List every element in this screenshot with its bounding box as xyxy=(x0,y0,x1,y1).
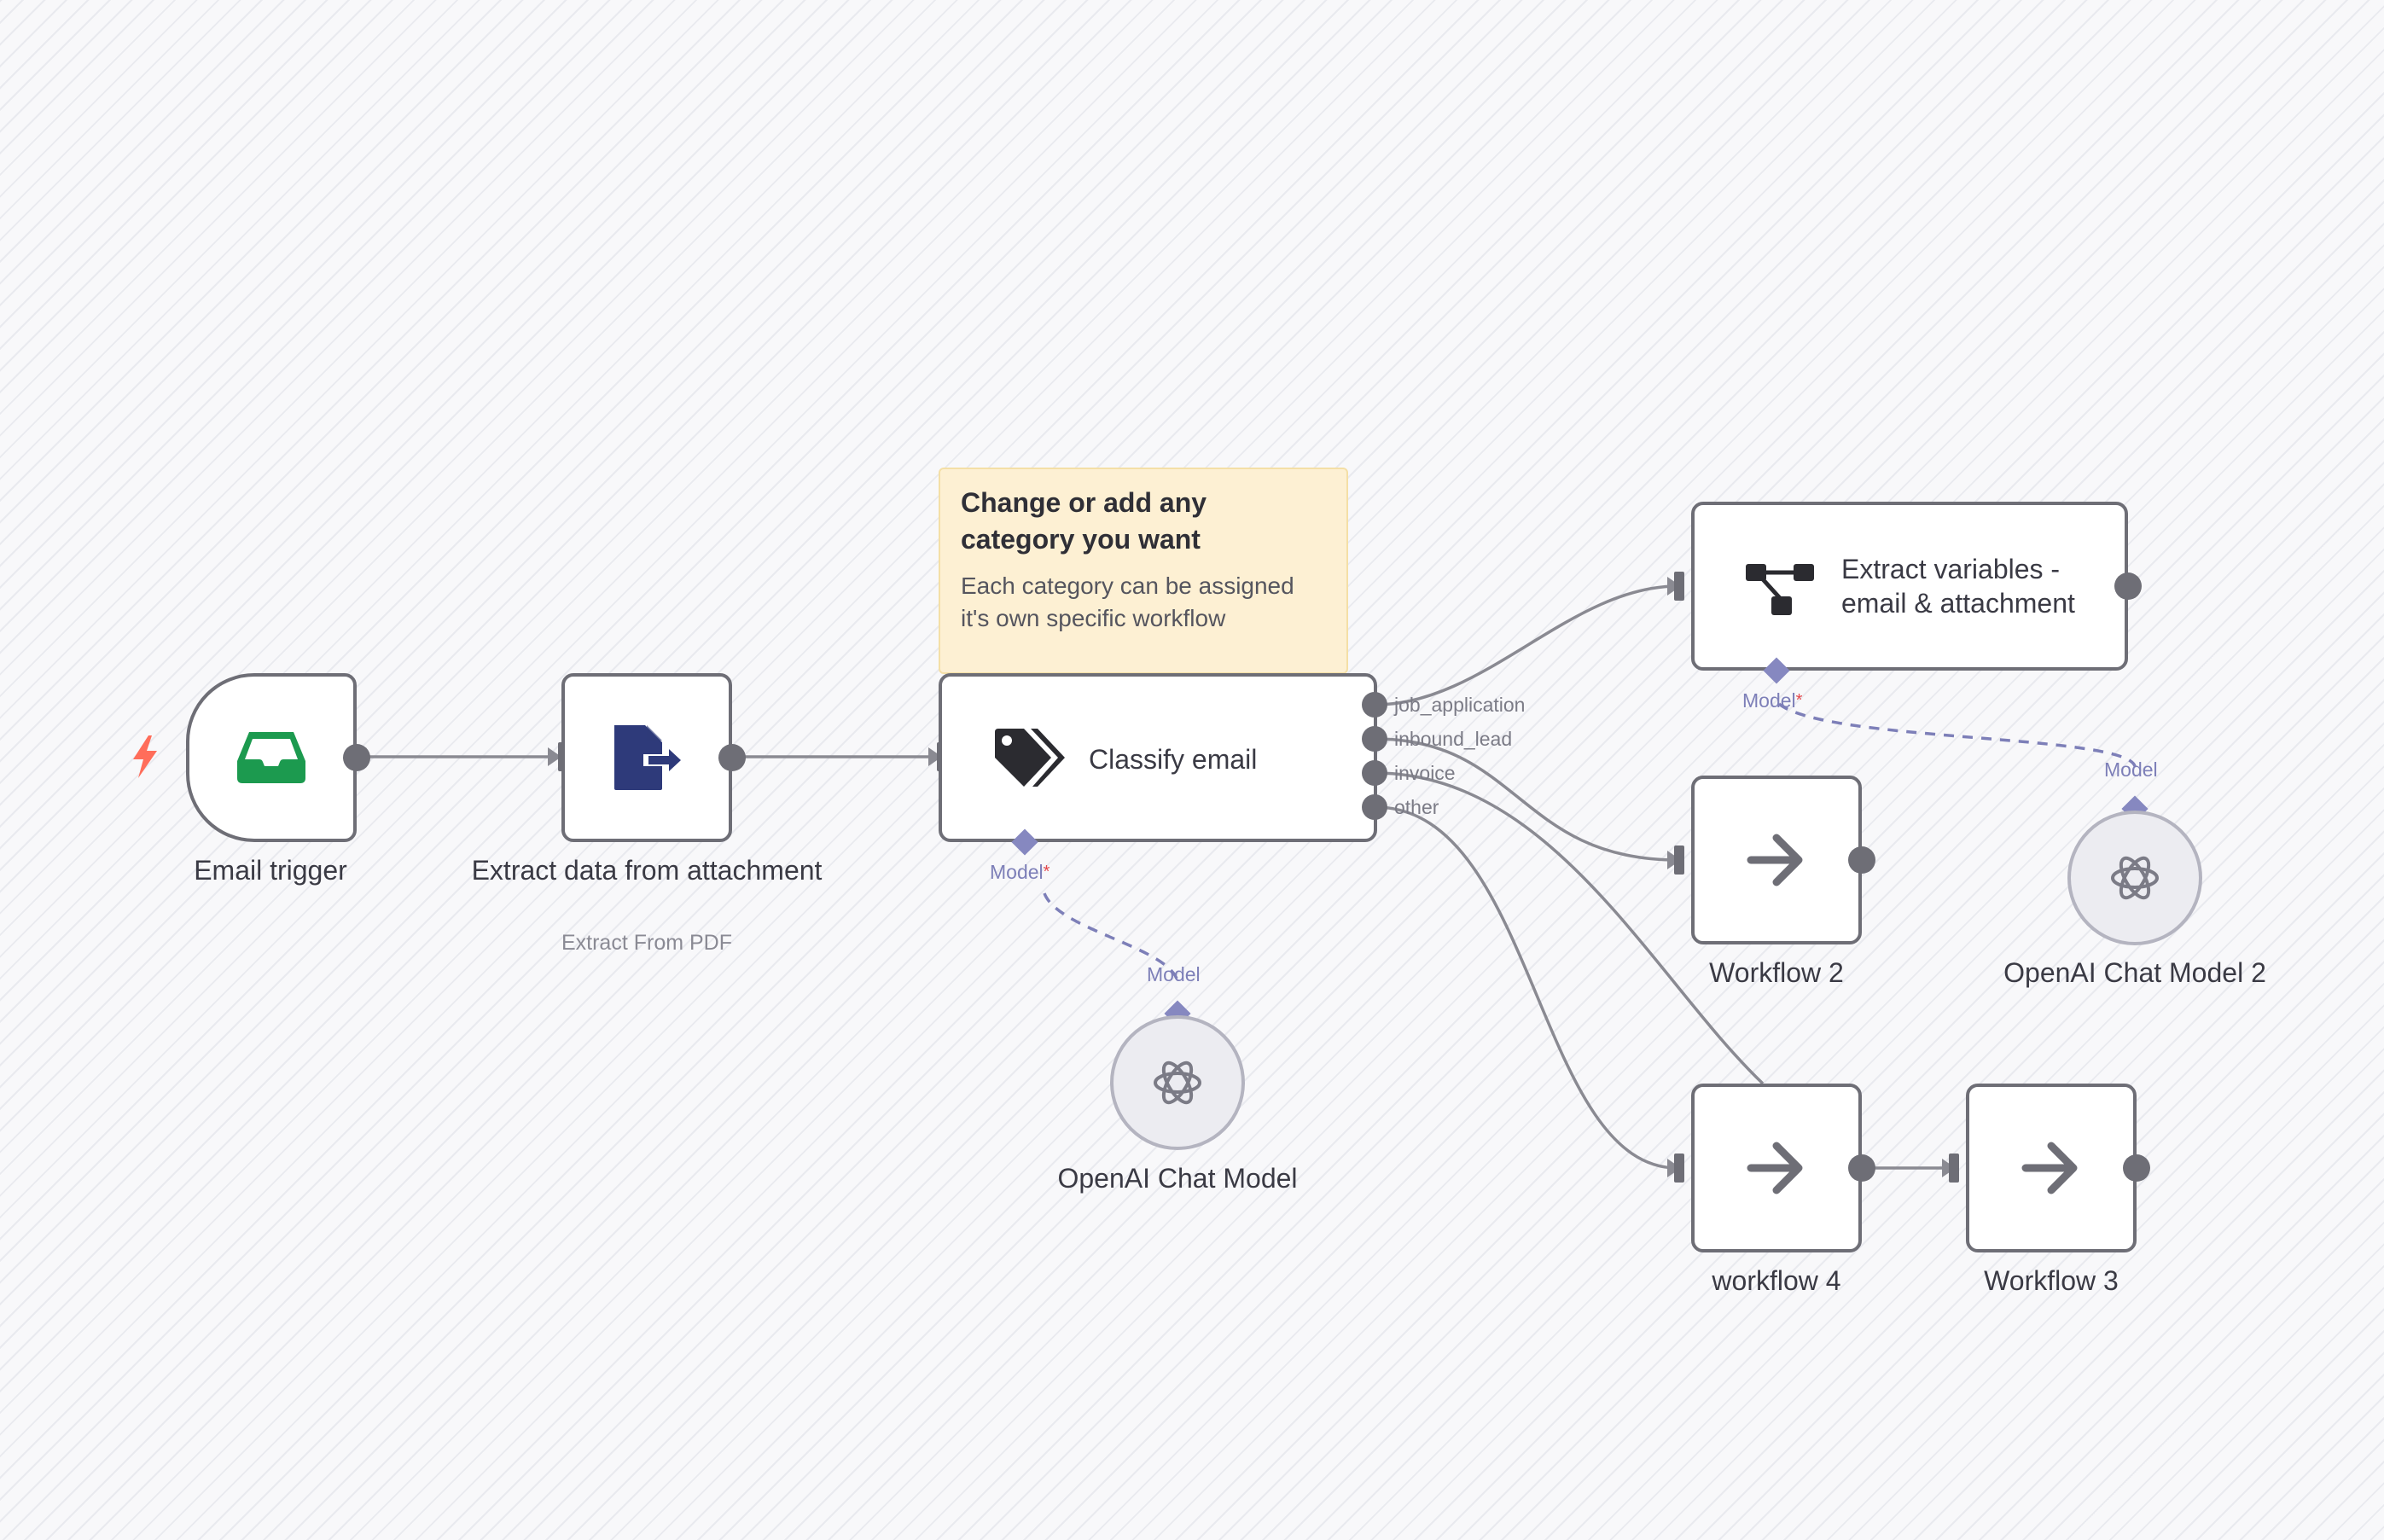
arrow-right-icon xyxy=(1747,834,1803,886)
output-handle-job-application[interactable] xyxy=(1362,692,1387,718)
openai-icon xyxy=(2111,856,2159,900)
workflow-4-output-handle[interactable] xyxy=(1848,1154,1875,1182)
classify-model-label: Model* xyxy=(990,861,1050,883)
sticky-note[interactable]: Change or add any category you want Each… xyxy=(939,468,1348,674)
output-handle-inbound-lead[interactable] xyxy=(1362,726,1387,752)
connection-other-to-workflow-4 xyxy=(1375,805,1678,1170)
arrowhead-classify xyxy=(928,747,942,766)
classify-email-title: Classify email xyxy=(1089,744,1258,775)
ai-connection-classify-model xyxy=(1043,892,1179,982)
trigger-bolt-icon xyxy=(133,735,157,778)
workflow-3-output-handle[interactable] xyxy=(2123,1154,2150,1182)
workflow-3-node[interactable] xyxy=(1966,1084,2137,1252)
openai-chat-model-label: OpenAI Chat Model xyxy=(1057,1163,1298,1194)
tags-icon xyxy=(995,729,1065,787)
extract-data-subtitle: Extract From PDF xyxy=(561,931,732,955)
extract-data-label: Extract data from attachment xyxy=(471,855,823,886)
openai-chat-model-2-node[interactable] xyxy=(2067,811,2202,945)
extract-variables-output-handle[interactable] xyxy=(2114,572,2142,600)
workflow-3-label: Workflow 3 xyxy=(1984,1265,2119,1296)
extract-variables-title-line2: email & attachment xyxy=(1841,588,2075,619)
email-trigger-node[interactable] xyxy=(186,673,357,842)
output-label-job-application: job_application xyxy=(1394,694,1526,716)
openai-model-input-label: Model xyxy=(1147,963,1201,985)
openai-model-2-input-label: Model xyxy=(2104,758,2158,781)
workflow-2-label: Workflow 2 xyxy=(1709,957,1844,988)
extract-data-node[interactable] xyxy=(561,673,732,842)
output-label-invoice: invoice xyxy=(1394,762,1456,784)
output-handle-invoice[interactable] xyxy=(1362,760,1387,786)
connection-inbound-lead-to-workflow-2 xyxy=(1375,737,1678,862)
extract-variables-title-line1: Extract variables - xyxy=(1841,554,2061,584)
workflow-4-node[interactable] xyxy=(1691,1084,1862,1252)
extract-data-output-handle[interactable] xyxy=(718,744,746,771)
arrowhead-extract-data xyxy=(548,747,561,766)
workflow-2-input-handle[interactable] xyxy=(1674,846,1684,875)
openai-chat-model-node[interactable] xyxy=(1110,1015,1245,1150)
email-trigger-label: Email trigger xyxy=(194,855,347,886)
workflow-2-output-handle[interactable] xyxy=(1848,846,1875,874)
arrow-right-icon xyxy=(2021,1142,2078,1194)
output-label-other: other xyxy=(1394,796,1439,818)
extract-variables-node[interactable]: Extract variables - email & attachment xyxy=(1691,502,2128,671)
connection-invoice-to-workflow-4 xyxy=(1375,771,1765,1085)
extract-variables-input-handle[interactable] xyxy=(1674,572,1684,601)
extract-variables-model-label: Model* xyxy=(1742,689,1803,712)
connection-job-application-to-extract-variables xyxy=(1375,584,1678,706)
openai-chat-model-2-label: OpenAI Chat Model 2 xyxy=(2003,957,2266,988)
classify-email-node[interactable]: Classify email xyxy=(939,673,1377,842)
openai-icon xyxy=(1154,1061,1201,1105)
sticky-note-body: Each category can be assigned it's own s… xyxy=(961,572,1294,631)
output-handle-other[interactable] xyxy=(1362,794,1387,820)
sticky-note-title: Change or add any category you want xyxy=(961,487,1207,555)
output-label-inbound-lead: inbound_lead xyxy=(1394,728,1513,750)
ai-connection-extract-model xyxy=(1777,702,2137,767)
inbox-icon xyxy=(237,732,305,783)
arrow-right-icon xyxy=(1747,1142,1803,1194)
workflow-4-label: workflow 4 xyxy=(1712,1265,1841,1296)
workflow-2-node[interactable] xyxy=(1691,776,1862,944)
workflow-3-input-handle[interactable] xyxy=(1949,1154,1959,1183)
workflow-4-input-handle[interactable] xyxy=(1674,1154,1684,1183)
document-export-icon xyxy=(614,725,681,790)
flow-tree-icon xyxy=(1746,564,1814,615)
email-trigger-output-handle[interactable] xyxy=(343,744,370,771)
